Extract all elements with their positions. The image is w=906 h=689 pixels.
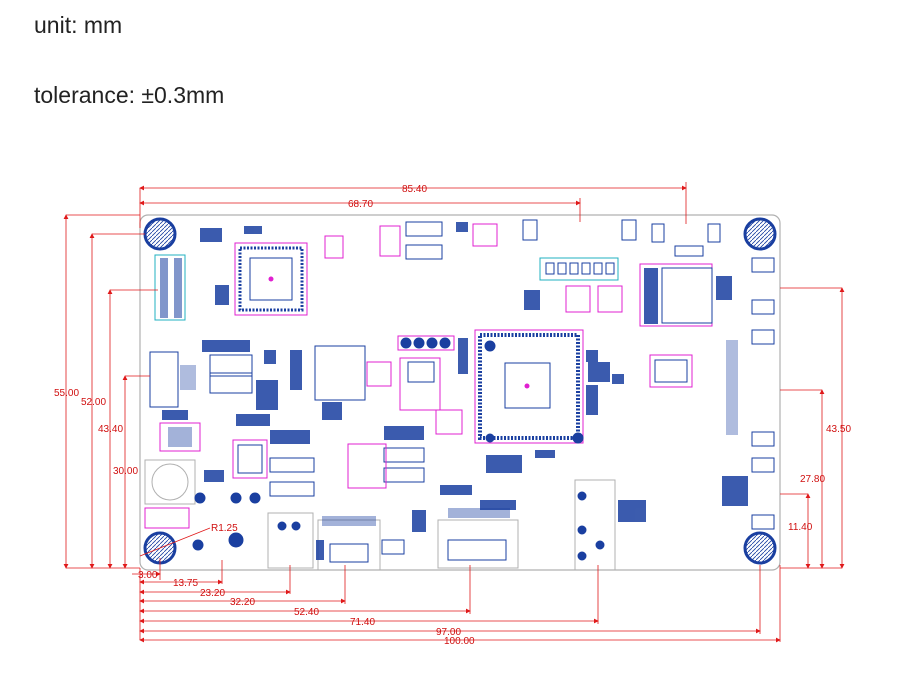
tolerance-label: tolerance: ±0.3mm (34, 82, 225, 108)
dimension-lines (63, 182, 845, 643)
dim-left-43-40: 43.40 (98, 424, 123, 435)
dim-bottom-100-00: 100.00 (444, 636, 475, 647)
ic-main-processor (478, 333, 580, 440)
connector-bottom-1 (267, 512, 314, 569)
dim-bottom-3-00: 3.00 (138, 570, 158, 581)
dim-bottom-13-75: 13.75 (173, 578, 198, 589)
mounting-holes (143, 217, 777, 565)
dim-bottom-97-00: 97.00 (436, 627, 461, 638)
dim-right-11-40: 11.40 (788, 522, 813, 533)
ic-qfp-left (238, 246, 304, 312)
unit-label: unit: mm (34, 12, 123, 38)
dim-right-43-50: 43.50 (826, 424, 851, 435)
connector-left-vertical (154, 254, 186, 321)
mounting-hole-top-right (743, 217, 777, 251)
dim-top-85-40: 85.40 (402, 184, 427, 195)
dim-left-55-00: 55.00 (54, 388, 79, 399)
board-outline (139, 214, 781, 571)
components (144, 219, 775, 571)
dim-top-68-70: 68.70 (348, 199, 373, 210)
dim-bottom-32-20: 32.20 (230, 597, 255, 608)
header-strip-top (539, 257, 619, 281)
mounting-hole-bottom-right (743, 531, 777, 565)
dim-bottom-71-40: 71.40 (350, 617, 375, 628)
dim-left-52-00: 52.00 (81, 397, 106, 408)
connector-bottom-audio (574, 479, 616, 571)
connector-right-vertical (726, 340, 738, 435)
dim-radius-r1-25: R1.25 (211, 523, 238, 534)
dim-bottom-52-40: 52.40 (294, 607, 319, 618)
dim-right-27-80: 27.80 (800, 474, 825, 485)
dim-bottom-23-20: 23.20 (200, 588, 225, 599)
dim-left-30-00: 30.00 (113, 466, 138, 477)
connector-bottom-hdmi (437, 519, 519, 569)
mounting-hole-top-left (143, 217, 177, 251)
